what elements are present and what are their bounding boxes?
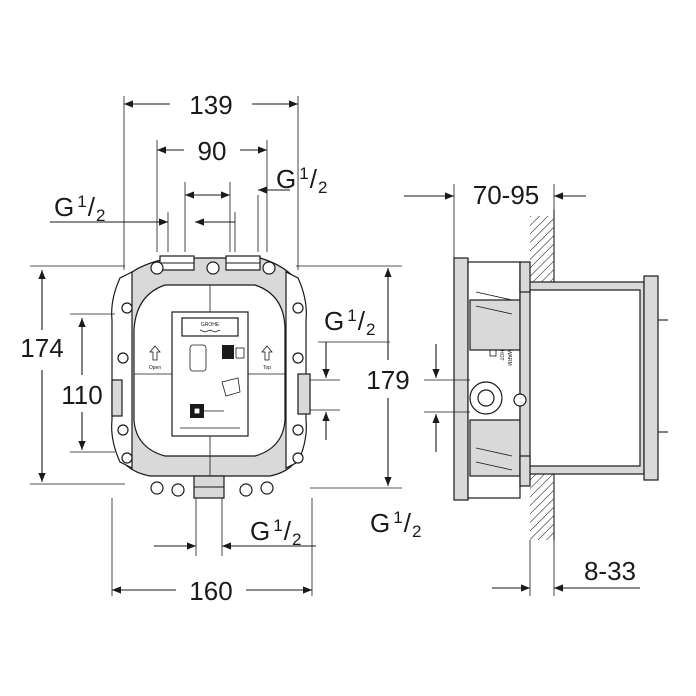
warm-label: WARM — [506, 350, 512, 366]
dim-right-height: 179 — [366, 365, 409, 395]
svg-text:G1/2: G1/2 — [250, 516, 301, 549]
dim-left-height: 174 — [20, 333, 63, 363]
thread-numerator: 1 — [347, 306, 356, 325]
dim-inner-width: 90 — [198, 136, 227, 166]
thread-prefix: G — [250, 516, 270, 546]
side-dimension-lines — [404, 184, 640, 596]
thread-numerator: 1 — [299, 164, 308, 183]
thread-denominator: 2 — [292, 530, 301, 549]
side-view: WARM HOT — [453, 210, 668, 540]
thread-denominator: 2 — [318, 178, 327, 197]
dim-depth: 70-95 — [473, 180, 540, 210]
dim-left-inner-height: 110 — [61, 380, 102, 410]
thread-numerator: 1 — [273, 516, 282, 535]
svg-text:G1/2: G1/2 — [54, 192, 105, 225]
dim-top-width: 139 — [189, 90, 232, 120]
dim-bottom-width: 160 — [189, 576, 232, 606]
thread-denominator: 2 — [96, 206, 105, 225]
svg-text:G1/2: G1/2 — [324, 306, 375, 339]
open-label: Open — [149, 365, 161, 371]
brand-label: GROHE — [201, 322, 220, 328]
svg-text:G1/2: G1/2 — [370, 508, 421, 541]
top-label: Top — [263, 365, 271, 371]
thread-prefix: G — [324, 306, 344, 336]
svg-text:G1/2: G1/2 — [276, 164, 327, 197]
thread-denominator: 2 — [412, 522, 421, 541]
thread-prefix: G — [370, 508, 390, 538]
dim-wall-range: 8-33 — [584, 556, 636, 586]
thread-numerator: 1 — [393, 508, 402, 527]
thread-denominator: 2 — [366, 320, 375, 339]
front-extension-lines — [30, 96, 402, 596]
front-view: GROHE Open Top — [111, 255, 311, 499]
thread-prefix: G — [276, 164, 296, 194]
front-dimension-lines — [38, 100, 392, 594]
hot-label: HOT — [498, 350, 504, 361]
thread-numerator: 1 — [77, 192, 86, 211]
thread-prefix: G — [54, 192, 74, 222]
